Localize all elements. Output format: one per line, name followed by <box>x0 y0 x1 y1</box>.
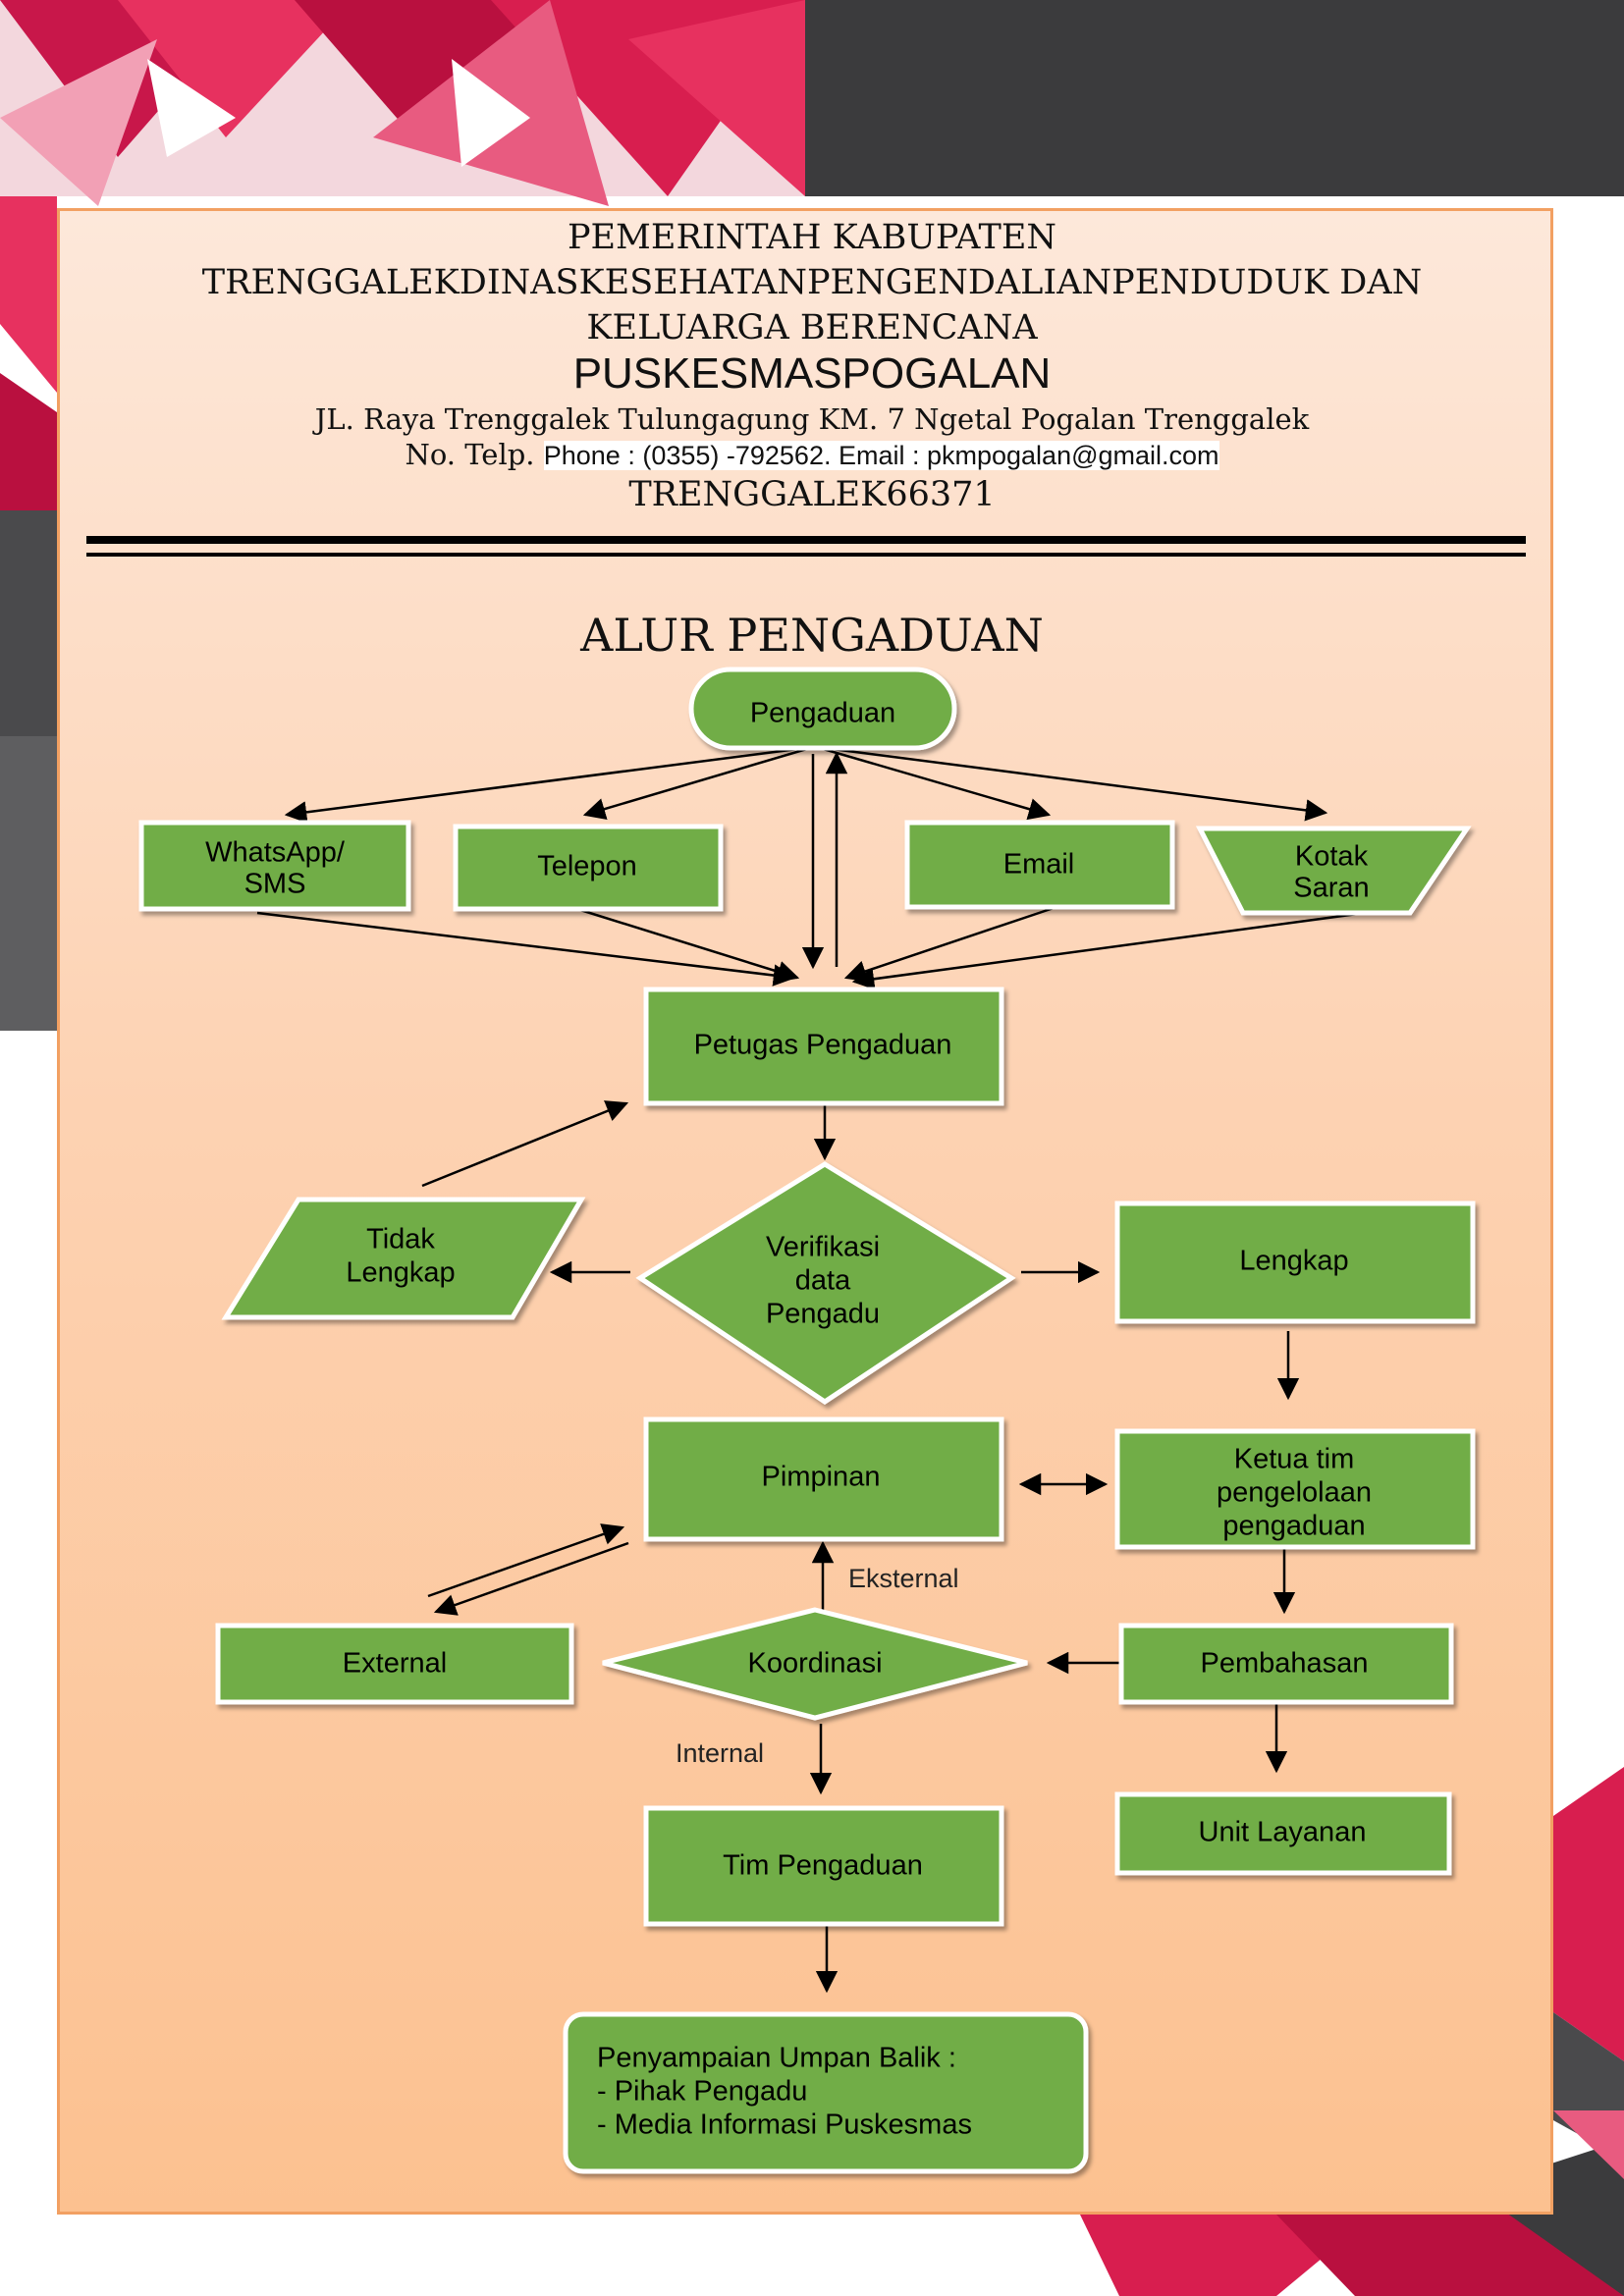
edge-label-internal: Internal <box>676 1738 764 1768</box>
edge-telepon-petugas <box>564 903 800 983</box>
edge-email-petugas <box>843 903 1063 983</box>
label-verifikasi-1: Verifikasi <box>766 1232 880 1263</box>
edge-pengaduan-whatsapp <box>284 746 806 824</box>
label-umpan-balik-3: - Media Informasi Puskesmas <box>597 2109 972 2141</box>
contact-details: Phone : (0355) -792562. Email : pkmpogal… <box>543 441 1219 470</box>
node-email <box>904 820 1175 910</box>
edge-external-pimpinan <box>427 1523 625 1598</box>
node-verifikasi <box>635 1161 1016 1406</box>
node-pembahasan <box>1118 1623 1454 1705</box>
organization-name: PUSKESMASPOGALAN <box>572 349 1052 398</box>
node-kotak-saran <box>1195 826 1472 916</box>
label-whatsapp-1: WhatsApp/ <box>205 837 346 869</box>
edge-label-eksternal: Eksternal <box>848 1564 959 1593</box>
diagram-title: ALUR PENGADUAN <box>580 609 1044 662</box>
node-petugas <box>643 987 1004 1106</box>
header-line-3: KELUARGA BERENCANA <box>586 308 1038 347</box>
label-umpan-balik-1: Penyampaian Umpan Balik : <box>597 2043 956 2074</box>
node-umpan-balik <box>563 2011 1089 2174</box>
contact-line: No. Telp. Phone : (0355) -792562. Email … <box>0 438 1624 471</box>
label-pengaduan: Pengaduan <box>750 698 895 729</box>
label-ketua-1: Ketua tim <box>1234 1444 1355 1475</box>
header-rule-thick <box>86 536 1526 544</box>
label-lengkap: Lengkap <box>1239 1246 1348 1277</box>
label-petugas: Petugas Pengaduan <box>694 1030 952 1061</box>
edge-whatsapp-petugas <box>256 911 796 987</box>
node-tim-pengaduan <box>643 1805 1004 1927</box>
label-kotak-1: Kotak <box>1295 841 1369 873</box>
node-whatsapp <box>138 820 411 912</box>
label-ketua-2: pengelolaan <box>1217 1477 1372 1509</box>
edge-pengaduan-email <box>819 746 1052 821</box>
label-external: External <box>343 1648 447 1680</box>
node-pimpinan <box>643 1416 1004 1542</box>
label-ketua-3: pengaduan <box>1222 1511 1365 1542</box>
label-tim-pengaduan: Tim Pengaduan <box>723 1850 923 1882</box>
edge-kotak-petugas <box>851 911 1366 990</box>
node-external <box>215 1623 574 1705</box>
header-line-2: TRENGGALEKDINASKESEHATANPENGENDALIANPEND… <box>201 263 1423 302</box>
contact-prefix: No. Telp. <box>405 438 544 471</box>
label-verifikasi-2: data <box>795 1265 851 1297</box>
header-rule-thin <box>86 553 1526 557</box>
edge-pimpinan-external <box>433 1541 629 1616</box>
label-tidak-lengkap-2: Lengkap <box>346 1257 455 1289</box>
label-pimpinan: Pimpinan <box>762 1462 881 1493</box>
label-tidak-lengkap-1: Tidak <box>366 1224 435 1255</box>
node-lengkap <box>1114 1201 1476 1324</box>
label-verifikasi-3: Pengadu <box>766 1299 880 1330</box>
label-email: Email <box>1003 849 1075 881</box>
city-postal: TRENGGALEK66371 <box>628 475 996 514</box>
edge-tidak-petugas <box>421 1100 629 1188</box>
label-kotak-2: Saran <box>1293 873 1369 904</box>
node-tidak-lengkap <box>221 1197 586 1320</box>
edge-pengaduan-telepon <box>582 746 811 821</box>
node-koordinasi <box>602 1607 1028 1721</box>
node-unit-layanan <box>1114 1791 1452 1876</box>
label-pembahasan: Pembahasan <box>1201 1648 1369 1680</box>
label-telepon: Telepon <box>537 851 637 882</box>
address-line: JL. Raya Trenggalek Tulungagung KM. 7 Ng… <box>314 402 1310 436</box>
edge-pengaduan-kotak <box>824 746 1328 822</box>
label-unit-layanan: Unit Layanan <box>1199 1817 1367 1848</box>
label-umpan-balik-2: - Pihak Pengadu <box>597 2076 807 2108</box>
header-line-1: PEMERINTAH KABUPATEN <box>567 218 1057 257</box>
node-telepon <box>453 824 724 912</box>
node-ketua-tim <box>1114 1428 1476 1550</box>
node-pengaduan <box>688 667 957 751</box>
label-koordinasi: Koordinasi <box>747 1648 882 1680</box>
label-whatsapp-2: SMS <box>244 869 306 900</box>
